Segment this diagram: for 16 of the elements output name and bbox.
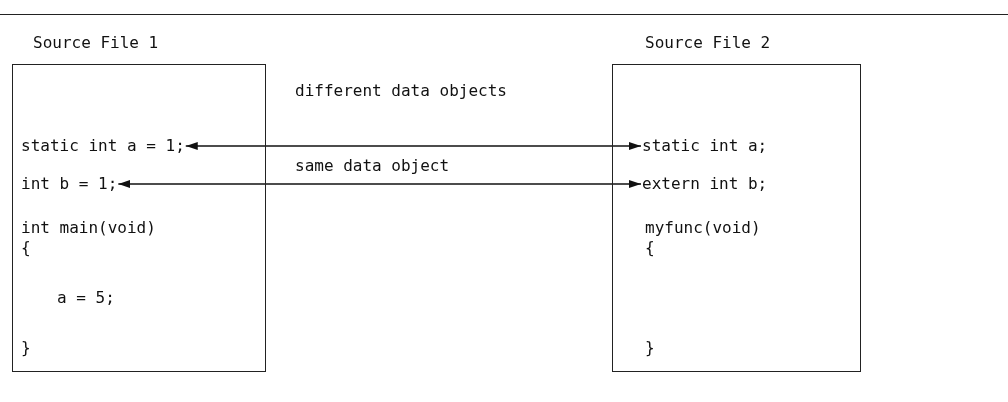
edge-label: different data objects bbox=[293, 82, 509, 100]
file-heading: Source File 1 bbox=[33, 34, 159, 52]
code-line: } bbox=[645, 339, 655, 357]
double-arrow bbox=[185, 142, 642, 150]
code-line: a = 5; bbox=[57, 289, 115, 307]
code-line: extern int b; bbox=[642, 175, 768, 193]
code-line: { bbox=[645, 239, 655, 257]
code-line: int main(void) bbox=[21, 219, 156, 237]
code-line: } bbox=[21, 339, 31, 357]
code-line: myfunc(void) bbox=[645, 219, 761, 237]
code-line: static int a; bbox=[642, 137, 768, 155]
double-arrow bbox=[117, 180, 642, 188]
code-line: static int a = 1; bbox=[21, 137, 185, 155]
file-heading: Source File 2 bbox=[645, 34, 771, 52]
code-line: { bbox=[21, 239, 31, 257]
code-line: int b = 1; bbox=[21, 175, 118, 193]
